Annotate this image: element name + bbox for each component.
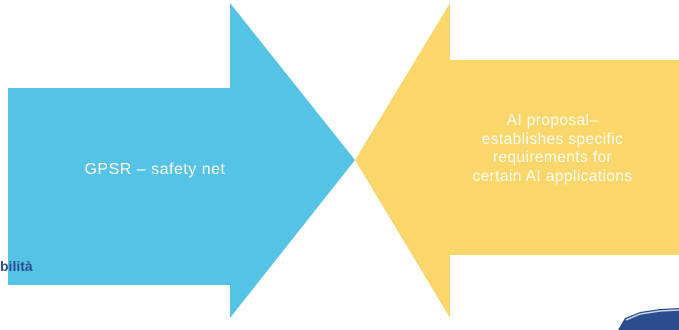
right-arrow-label-line: establishes specific — [481, 130, 624, 148]
left-arrow-shape — [8, 3, 355, 318]
left-arrow-label: GPSR – safety net — [84, 161, 226, 178]
right-arrow-label-line: requirements for — [492, 149, 613, 167]
footer-partial-word: bilità — [0, 258, 33, 274]
right-arrow-shape — [355, 3, 679, 318]
right-arrow-label-line: AI proposal– — [506, 112, 599, 129]
logo-icon — [618, 308, 679, 330]
right-arrow-label-line: certain AI applications — [472, 167, 633, 185]
right-arrow-label: AI proposal– establishes specific requir… — [425, 112, 679, 186]
